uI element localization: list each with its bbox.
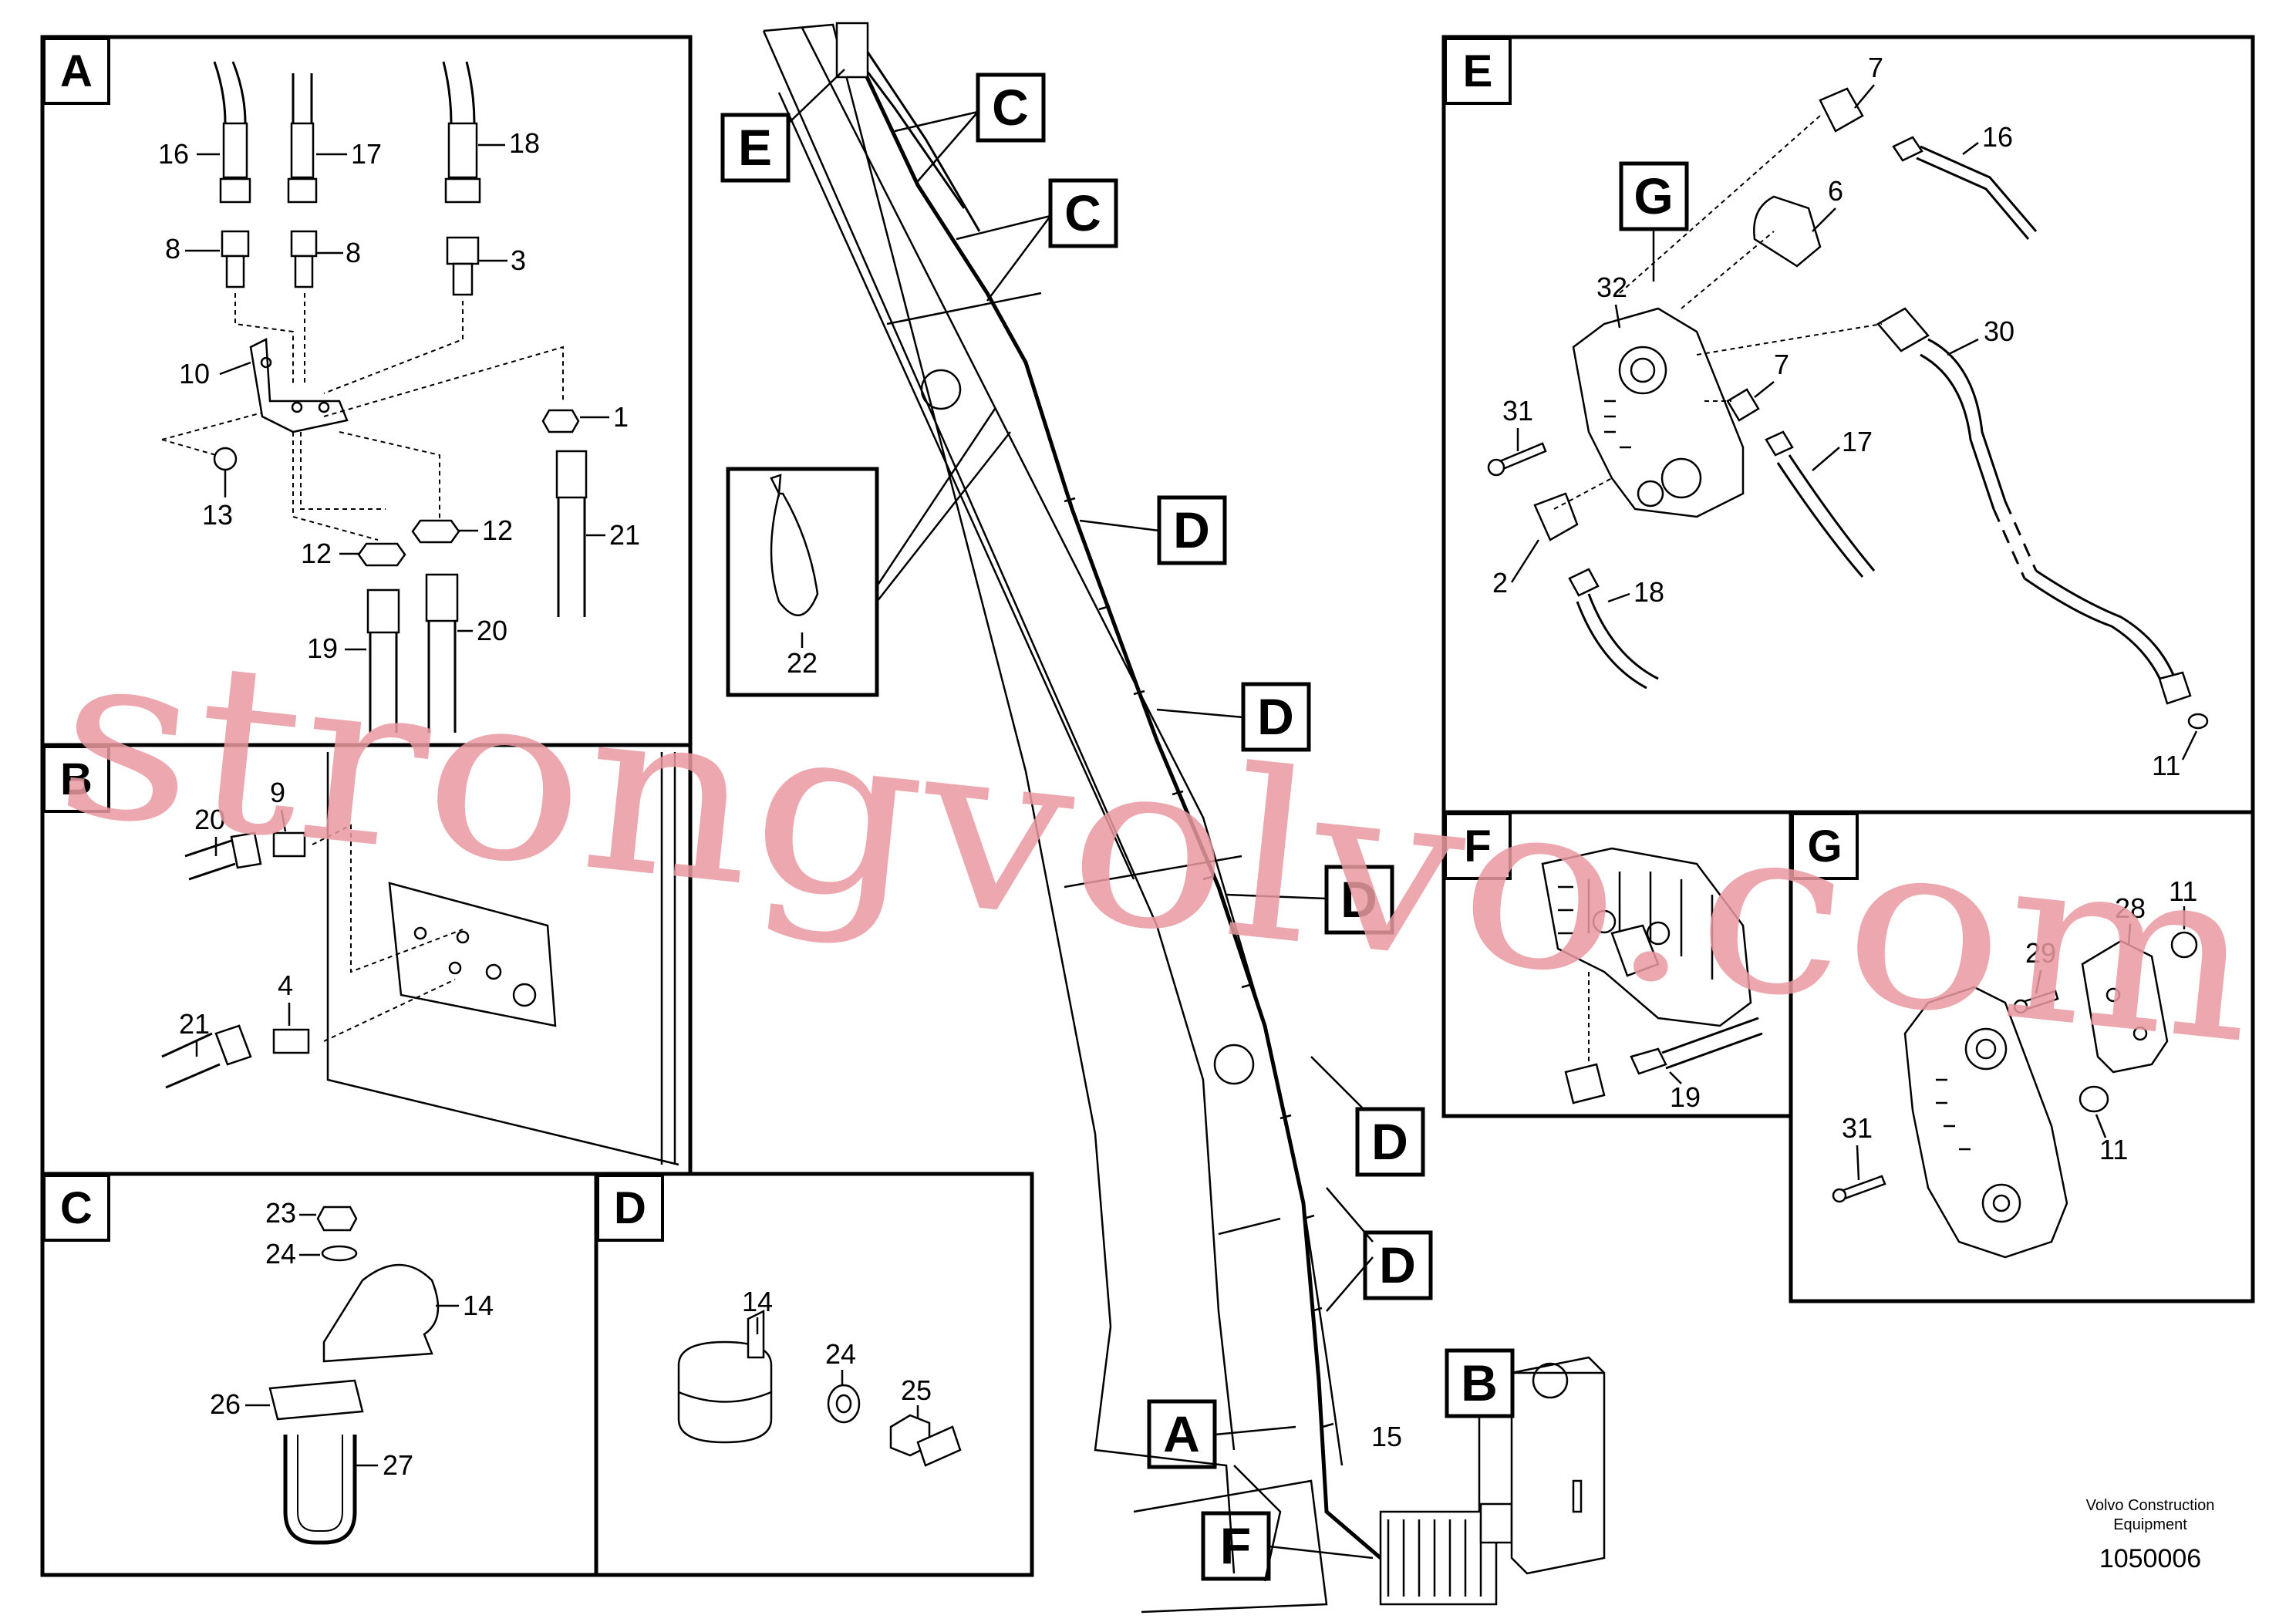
callout-D-4: D (1310, 1056, 1425, 1177)
label-8-left: 8 (165, 233, 180, 265)
label-4: 4 (278, 969, 293, 1001)
callout-D-2: D (1156, 682, 1311, 752)
label-1: 1 (613, 401, 629, 433)
label-19: 19 (307, 632, 338, 664)
label-13: 13 (202, 499, 233, 531)
panel-B: B 20 9 4 21 (40, 743, 693, 1176)
svg-text:A: A (1163, 1405, 1200, 1462)
svg-text:E: E (1463, 46, 1493, 96)
svg-text:F: F (1464, 821, 1491, 872)
label-8-right: 8 (346, 237, 361, 268)
panel-F: F 19 (1441, 810, 1793, 1118)
label-3: 3 (511, 244, 526, 276)
label-18: 18 (1633, 576, 1664, 608)
company-name-line1: Volvo Construction (2086, 1497, 2215, 1514)
label-24: 24 (825, 1338, 856, 1370)
label-7-mid: 7 (1774, 349, 1789, 380)
callout-A-boom: A (1147, 1399, 1296, 1469)
label-28: 28 (2115, 892, 2146, 924)
svg-text:F: F (1220, 1517, 1251, 1574)
label-12-left: 12 (301, 538, 332, 569)
drawing-number: 1050006 (2099, 1544, 2201, 1573)
svg-text:E: E (738, 119, 772, 176)
label-21: 21 (609, 519, 640, 551)
svg-text:D: D (1371, 1113, 1408, 1170)
label-2: 2 (1492, 567, 1508, 599)
callout-D-1: D (1079, 495, 1227, 565)
title-block: Volvo Construction Equipment 1050006 (2086, 1497, 2215, 1573)
label-20: 20 (477, 615, 507, 646)
panel-D: D 14 24 25 (594, 1172, 1034, 1577)
label-11: 11 (2152, 750, 2180, 781)
svg-text:D: D (1257, 688, 1294, 745)
label-17: 17 (1842, 426, 1873, 457)
svg-text:D: D (1173, 501, 1210, 558)
label-12-right: 12 (482, 514, 513, 546)
label-31: 31 (1842, 1112, 1873, 1144)
svg-text:B: B (1461, 1354, 1498, 1411)
panel-A: A 16 17 (40, 35, 693, 747)
svg-text:B: B (60, 754, 93, 804)
label-29: 29 (2025, 937, 2056, 969)
label-16: 16 (1982, 121, 2013, 153)
control-valve-bottom (1379, 1502, 1513, 1606)
company-name-line2: Equipment (2113, 1516, 2187, 1533)
callout-C-1: C (894, 73, 1046, 182)
label-10: 10 (179, 358, 210, 389)
svg-text:C: C (1064, 184, 1101, 241)
label-7-top: 7 (1868, 52, 1883, 83)
svg-text:D: D (614, 1183, 646, 1233)
label-27: 27 (383, 1449, 413, 1481)
cable-tie-detail: 22 (726, 408, 1011, 697)
label-21: 21 (179, 1008, 210, 1040)
label-14: 14 (742, 1286, 773, 1317)
svg-text:C: C (992, 79, 1029, 136)
label-19: 19 (1670, 1081, 1701, 1113)
label-31: 31 (1502, 395, 1533, 427)
boom-drawing (762, 22, 1606, 1614)
label-32: 32 (1596, 271, 1627, 303)
callout-F-boom: F (1201, 1511, 1374, 1581)
hydraulic-tank (1510, 1356, 1606, 1575)
label-23: 23 (265, 1197, 296, 1229)
label-9: 9 (270, 777, 285, 808)
svg-text:G: G (1807, 821, 1842, 872)
svg-text:D: D (1379, 1236, 1416, 1293)
label-26: 26 (210, 1388, 241, 1420)
watermark-text: strongvolvo.com (46, 597, 2268, 1095)
svg-text:A: A (60, 46, 93, 96)
panel-C: C 23 24 14 26 27 (40, 1172, 598, 1577)
callout-C-2: C (956, 178, 1118, 302)
label-20: 20 (194, 804, 225, 835)
panel-G: G 11 28 29 11 31 (1789, 810, 2255, 1303)
svg-text:D: D (1340, 871, 1377, 928)
label-15: 15 (1371, 1421, 1402, 1452)
label-6: 6 (1828, 175, 1843, 207)
callout-D-3: D (1226, 865, 1394, 935)
label-24: 24 (265, 1238, 296, 1270)
svg-text:C: C (60, 1183, 93, 1233)
label-30: 30 (1984, 315, 2014, 347)
label-14: 14 (463, 1290, 494, 1321)
label-17: 17 (351, 138, 382, 170)
label-11-bottom: 11 (2099, 1134, 2128, 1165)
label-22: 22 (787, 647, 818, 679)
label-16: 16 (158, 138, 189, 170)
label-11-top: 11 (2169, 875, 2197, 907)
svg-text:G: G (1633, 167, 1673, 224)
label-18: 18 (509, 127, 540, 159)
callout-D-5: D (1326, 1187, 1433, 1312)
label-25: 25 (901, 1374, 932, 1406)
callout-E: E (720, 69, 845, 183)
panel-E: E G 7 16 (1441, 35, 2255, 814)
callout-B-boom: B (1445, 1348, 1515, 1512)
